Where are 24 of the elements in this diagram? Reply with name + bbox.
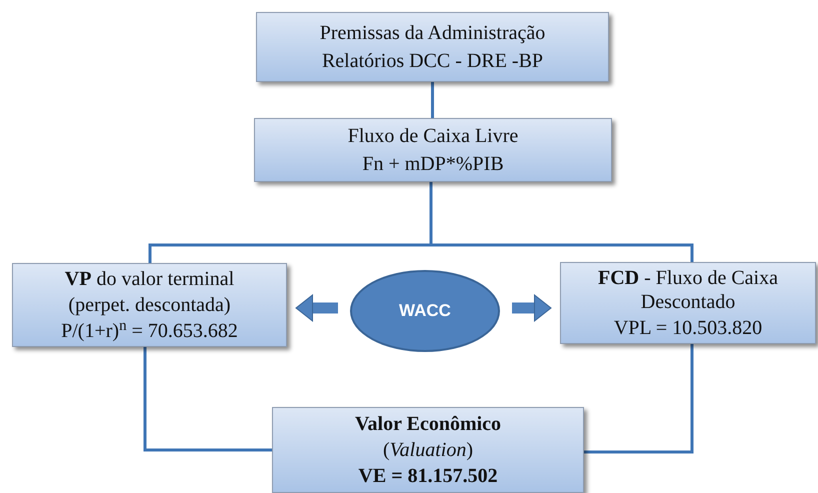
node-text: WACC (399, 300, 451, 322)
process-box (272, 407, 584, 493)
process-box (560, 262, 816, 344)
node-text: VP do valor terminal (64, 267, 234, 291)
connector-line (144, 347, 272, 452)
node-text: (perpet. descontada) (68, 293, 231, 317)
process-box (254, 118, 612, 182)
node-text: Relatórios DCC - DRE -BP (322, 49, 544, 73)
connector-line (430, 182, 694, 262)
node-text: Fluxo de Caixa Livre (348, 124, 518, 148)
connector-line (584, 344, 694, 454)
node-text: Valor Econômico (354, 412, 502, 436)
node-text: Premissas da Administração (320, 21, 546, 45)
node-text: P/(1+r)$^{n}$ = 70.653.682 (61, 319, 238, 343)
block-arrow (512, 294, 552, 322)
process-box (12, 263, 287, 347)
node-text: VPL = 10.503.820 (614, 316, 762, 340)
node-text: (Valuation) (382, 438, 473, 462)
connector-line (431, 82, 434, 118)
block-arrow (296, 294, 338, 322)
node-text: Fn + mDP*%PIB (362, 152, 504, 176)
node-text: FCD - Fluxo de Caixa Descontado (597, 266, 779, 314)
node-text: VE = 81.157.502 (358, 464, 498, 488)
process-box (256, 12, 609, 82)
